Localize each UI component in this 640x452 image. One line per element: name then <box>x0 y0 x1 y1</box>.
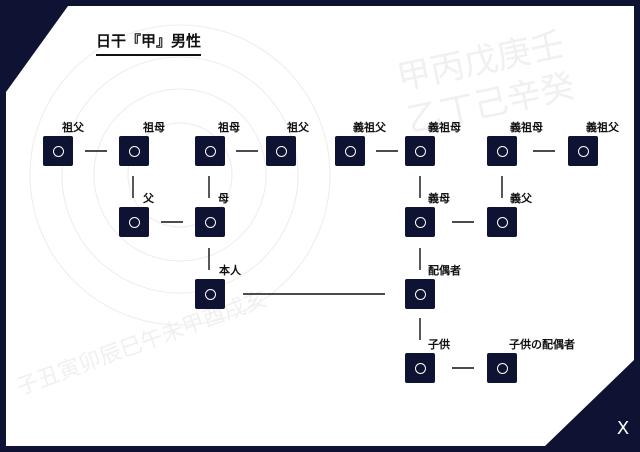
node-spouse-grandfather-1[interactable] <box>335 136 365 166</box>
label-mother: 母 <box>218 192 229 205</box>
circle-icon <box>204 145 216 157</box>
circle-icon <box>414 216 426 228</box>
page-title: 日干『甲』男性 <box>96 30 202 56</box>
node-spouse-grandfather-2[interactable] <box>568 136 598 166</box>
circle-icon <box>577 145 589 157</box>
circle-icon <box>204 216 216 228</box>
node-father[interactable] <box>119 207 149 237</box>
label-mother-in-law: 義母 <box>428 192 450 205</box>
circle-icon <box>204 288 216 300</box>
node-spouse[interactable] <box>405 279 435 309</box>
circle-icon <box>128 145 140 157</box>
label-maternal-grandmother: 祖母 <box>218 121 240 134</box>
label-child-spouse: 子供の配偶者 <box>509 338 575 351</box>
watermark-arc: 子丑寅卯辰巳午未甲酉戌亥 <box>14 287 271 401</box>
label-paternal-grandfather: 祖父 <box>62 121 84 134</box>
circle-icon <box>414 362 426 374</box>
node-child[interactable] <box>405 353 435 383</box>
label-spouse-grandmother-1: 義祖母 <box>428 121 461 134</box>
node-mother[interactable] <box>195 207 225 237</box>
circle-icon <box>496 362 508 374</box>
label-spouse: 配偶者 <box>428 264 461 277</box>
label-child: 子供 <box>428 338 450 351</box>
circle-icon <box>275 145 287 157</box>
label-spouse-grandfather-2: 義祖父 <box>586 121 619 134</box>
node-father-in-law[interactable] <box>487 207 517 237</box>
label-spouse-grandmother-2: 義祖母 <box>510 121 543 134</box>
node-paternal-grandfather[interactable] <box>43 136 73 166</box>
label-father: 父 <box>143 192 154 205</box>
node-maternal-grandfather[interactable] <box>266 136 296 166</box>
node-spouse-grandmother-2[interactable] <box>487 136 517 166</box>
node-self[interactable] <box>195 279 225 309</box>
circle-icon <box>414 288 426 300</box>
node-maternal-grandmother[interactable] <box>195 136 225 166</box>
node-spouse-grandmother-1[interactable] <box>405 136 435 166</box>
node-paternal-grandmother[interactable] <box>119 136 149 166</box>
circle-icon <box>344 145 356 157</box>
node-mother-in-law[interactable] <box>405 207 435 237</box>
node-child-spouse[interactable] <box>487 353 517 383</box>
circle-icon <box>414 145 426 157</box>
circle-icon <box>52 145 64 157</box>
label-maternal-grandfather: 祖父 <box>287 121 309 134</box>
label-self: 本人 <box>219 264 241 277</box>
label-father-in-law: 義父 <box>510 192 532 205</box>
circle-icon <box>128 216 140 228</box>
circle-icon <box>496 145 508 157</box>
label-spouse-grandfather-1: 義祖父 <box>353 121 386 134</box>
label-paternal-grandmother: 祖母 <box>143 121 165 134</box>
close-button[interactable]: X <box>616 418 630 439</box>
circle-icon <box>496 216 508 228</box>
